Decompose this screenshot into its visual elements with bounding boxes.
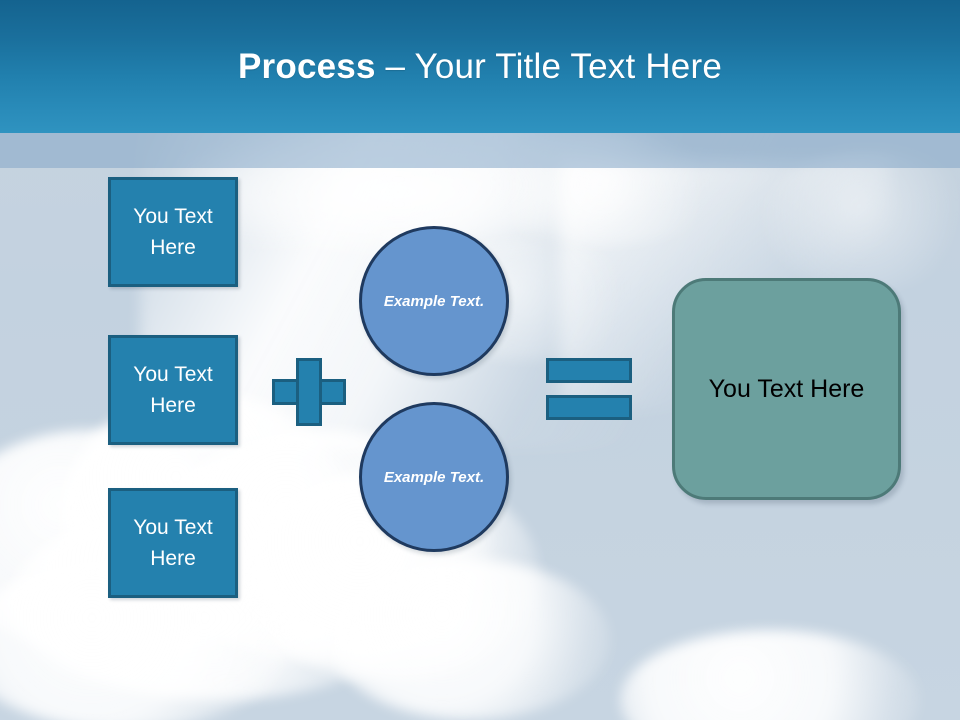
page-title: Process – Your Title Text Here — [238, 47, 722, 87]
result-box[interactable]: You Text Here — [672, 278, 901, 500]
example-circle-2[interactable]: Example Text. — [359, 402, 509, 552]
plus-center-fill — [299, 382, 319, 402]
cloud-puff-icon — [330, 560, 610, 720]
source-box-1-label: You Text Here — [133, 205, 213, 259]
example-circle-1-label: Example Text. — [383, 292, 485, 310]
equals-icon — [546, 358, 632, 420]
equals-top-bar — [546, 358, 632, 383]
result-box-label: You Text Here — [708, 374, 865, 403]
example-circle-2-label: Example Text. — [383, 468, 485, 486]
source-box-2[interactable]: You Text Here — [108, 335, 238, 445]
example-circle-1[interactable]: Example Text. — [359, 226, 509, 376]
source-box-3-label: You Text Here — [133, 516, 213, 570]
slide-title-bar: Process – Your Title Text Here — [0, 0, 960, 133]
title-underband — [0, 133, 960, 168]
cloud-puff-icon — [760, 150, 960, 290]
source-box-1[interactable]: You Text Here — [108, 177, 238, 287]
source-box-2-label: You Text Here — [133, 363, 213, 417]
page-title-strong: Process — [238, 46, 376, 86]
page-title-rest: – Your Title Text Here — [375, 46, 722, 86]
source-box-3[interactable]: You Text Here — [108, 488, 238, 598]
equals-bottom-bar — [546, 395, 632, 420]
plus-icon — [272, 358, 346, 426]
cloud-puff-icon — [620, 630, 920, 720]
